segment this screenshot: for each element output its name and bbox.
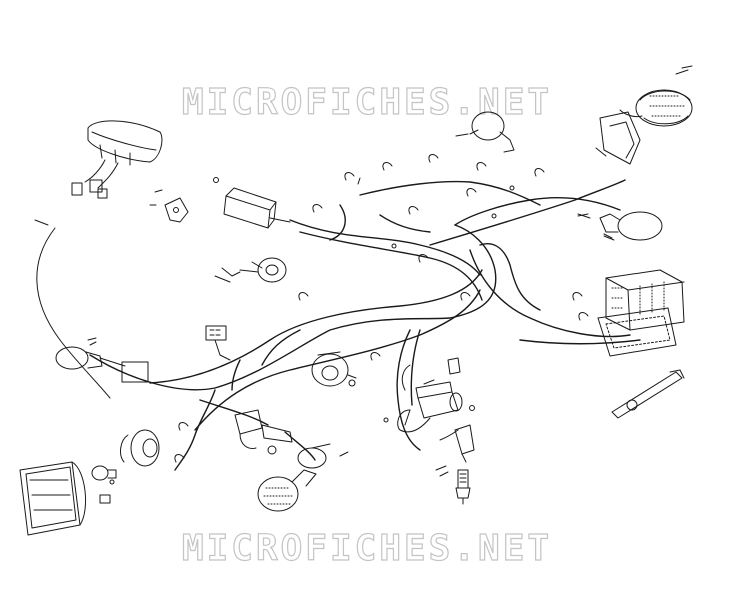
watermark-top: MICROFICHES.NET [181,81,553,123]
headlight [20,462,86,535]
turn-signal-rear-left [470,112,514,152]
multi-pin-connector [206,326,230,360]
speedometer-cluster [72,121,162,198]
handlebar-switch [312,352,356,386]
thin-wire-small [35,220,48,225]
spark-plug-cap [440,425,474,462]
tail-light [620,66,692,126]
watermark-bottom: MICROFICHES.NET [181,527,553,569]
turn-signal-front-right [258,444,330,511]
regulator-rectifier [606,270,684,330]
main-harness [90,180,640,470]
harness-clips [175,155,588,462]
coil-fasteners [436,358,475,476]
headlight-bulb [92,466,116,503]
thin-wire-left [37,228,110,398]
battery-strap [612,370,684,418]
screws [88,134,612,484]
flasher-relay [214,178,291,229]
horn [215,258,286,282]
ecu-mounting-plate [598,308,676,356]
bulb-socket [121,430,159,466]
mounting-bracket [150,190,188,222]
turn-signal-front-left [56,342,148,382]
license-plate-bracket [596,112,640,164]
switch-connector-group [235,410,292,454]
turn-signal-rear-right [578,212,662,240]
spark-plug [456,470,470,504]
ignition-coil [398,365,462,432]
